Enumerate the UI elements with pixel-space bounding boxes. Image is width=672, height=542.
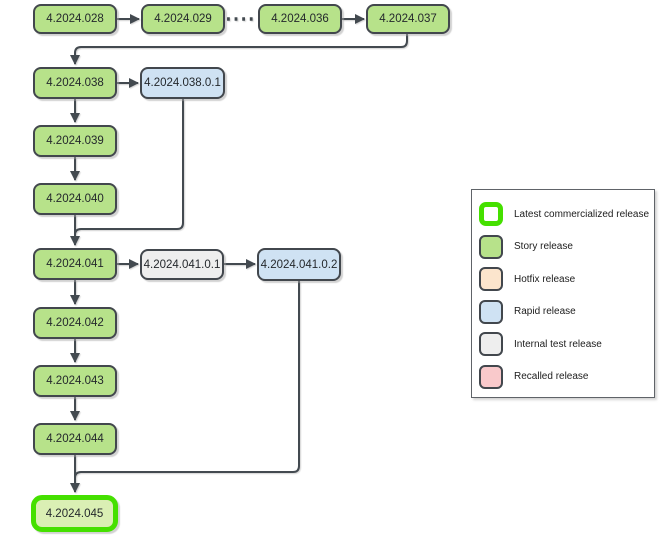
- node-4.2024.037: 4.2024.037: [366, 4, 450, 34]
- legend-swatch-story-icon: [479, 234, 503, 259]
- node-4.2024.042: 4.2024.042: [33, 307, 117, 339]
- node-4.2024.045: 4.2024.045: [31, 495, 118, 532]
- legend-swatch-internal-icon: [479, 332, 503, 357]
- node-4.2024.041: 4.2024.041: [33, 248, 117, 280]
- legend-swatch-latest-icon: [479, 202, 503, 227]
- node-4.2024.038: 4.2024.038: [33, 67, 117, 99]
- legend-label-internal: Internal test release: [514, 338, 602, 350]
- node-4.2024.029: 4.2024.029: [141, 4, 225, 34]
- legend-item-latest: Latest commercialized release: [479, 198, 654, 231]
- legend-swatch-recalled-icon: [479, 364, 503, 389]
- legend-item-recalled: Recalled release: [479, 361, 654, 394]
- node-4.2024.038.0.1: 4.2024.038.0.1: [140, 67, 225, 99]
- connector-4.2024.038.0.1-to-4.2024.041: [74, 99, 184, 242]
- legend-item-story: Story release: [479, 231, 654, 264]
- legend-item-internal: Internal test release: [479, 328, 654, 361]
- legend-swatch-hotfix-icon: [479, 267, 503, 292]
- node-4.2024.044: 4.2024.044: [33, 423, 117, 455]
- legend-swatch-rapid-icon: [479, 299, 503, 324]
- legend-label-story: Story release: [514, 241, 573, 253]
- node-4.2024.036: 4.2024.036: [258, 4, 342, 34]
- legend-item-hotfix: Hotfix release: [479, 263, 654, 296]
- legend-label-hotfix: Hotfix release: [514, 273, 576, 285]
- node-4.2024.028: 4.2024.028: [33, 4, 117, 34]
- legend-label-recalled: Recalled release: [514, 371, 589, 383]
- node-4.2024.040: 4.2024.040: [33, 183, 117, 215]
- node-4.2024.041.0.1: 4.2024.041.0.1: [140, 249, 224, 280]
- legend-label-latest: Latest commercialized release: [514, 208, 650, 220]
- connector-4.2024.037-to-4.2024.038: [70, 34, 408, 65]
- node-4.2024.041.0.2: 4.2024.041.0.2: [257, 248, 341, 281]
- node-4.2024.043: 4.2024.043: [33, 365, 117, 397]
- legend-label-rapid: Rapid release: [514, 306, 576, 318]
- legend-item-rapid: Rapid release: [479, 296, 654, 329]
- connector-4.2024.041.0.2-to-4.2024.045: [74, 281, 300, 487]
- node-4.2024.039: 4.2024.039: [33, 125, 117, 157]
